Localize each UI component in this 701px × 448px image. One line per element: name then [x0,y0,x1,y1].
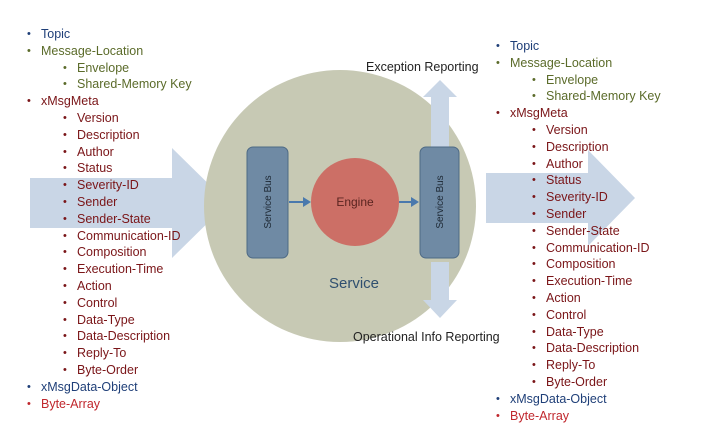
input-xmsgdata-object: xMsgData-Object [27,379,192,396]
service-bus-left [246,146,289,259]
output-meta-item: Sender-State [496,223,661,240]
output-meta-item: Data-Type [496,324,661,341]
input-byte-array: Byte-Array [27,396,192,413]
service-label: Service [329,275,379,292]
operational-arrow [423,262,457,318]
flow-arrowhead-in [303,197,311,207]
input-meta-item: Version [27,110,192,127]
input-meta-item: Status [27,160,192,177]
input-message-list: Topic Message-Location Envelope Shared-M… [27,26,192,412]
service-bus-right [419,146,460,259]
input-meta-item: Control [27,295,192,312]
input-meta-item: Author [27,144,192,161]
input-meta-item: Reply-To [27,345,192,362]
output-meta-item: Data-Description [496,340,661,357]
input-topic: Topic [27,26,192,43]
output-meta-item: Sender [496,206,661,223]
output-xmsgmeta: xMsgMeta [496,105,661,122]
output-meta-item: Description [496,139,661,156]
input-meta-item: Severity-ID [27,177,192,194]
input-xmsgmeta: xMsgMeta [27,93,192,110]
service-bus-left-label: Service Bus [263,175,274,228]
output-meta-item: Action [496,290,661,307]
flow-arrowhead-out [411,197,419,207]
input-meta-item: Data-Type [27,312,192,329]
output-meta-item: Execution-Time [496,273,661,290]
operational-info-label: Operational Info Reporting [353,330,500,344]
output-meta-item: Control [496,307,661,324]
input-meta-item: Sender [27,194,192,211]
service-bus-right-label: Service Bus [435,175,446,228]
output-meta-item: Reply-To [496,357,661,374]
input-location-item: Envelope [27,60,192,77]
output-message-list: Topic Message-Location Envelope Shared-M… [496,38,661,424]
engine-label: Engine [336,195,374,209]
output-location-item: Envelope [496,72,661,89]
input-meta-item: Execution-Time [27,261,192,278]
output-meta-item: Byte-Order [496,374,661,391]
output-byte-array: Byte-Array [496,408,661,425]
input-meta-item: Sender-State [27,211,192,228]
input-meta-item: Byte-Order [27,362,192,379]
engine-circle [311,158,399,246]
input-message-location: Message-Location [27,43,192,60]
output-meta-item: Severity-ID [496,189,661,206]
input-meta-item: Data-Description [27,328,192,345]
output-meta-item: Author [496,156,661,173]
input-meta-item: Description [27,127,192,144]
output-location-item: Shared-Memory Key [496,88,661,105]
input-location-item: Shared-Memory Key [27,76,192,93]
output-meta-item: Communication-ID [496,240,661,257]
input-meta-item: Communication-ID [27,228,192,245]
exception-arrow [423,80,457,148]
input-meta-item: Action [27,278,192,295]
output-meta-item: Status [496,172,661,189]
output-topic: Topic [496,38,661,55]
output-xmsgdata-object: xMsgData-Object [496,391,661,408]
output-meta-item: Version [496,122,661,139]
exception-reporting-label: Exception Reporting [366,60,479,74]
input-meta-item: Composition [27,244,192,261]
output-meta-item: Composition [496,256,661,273]
output-message-location: Message-Location [496,55,661,72]
